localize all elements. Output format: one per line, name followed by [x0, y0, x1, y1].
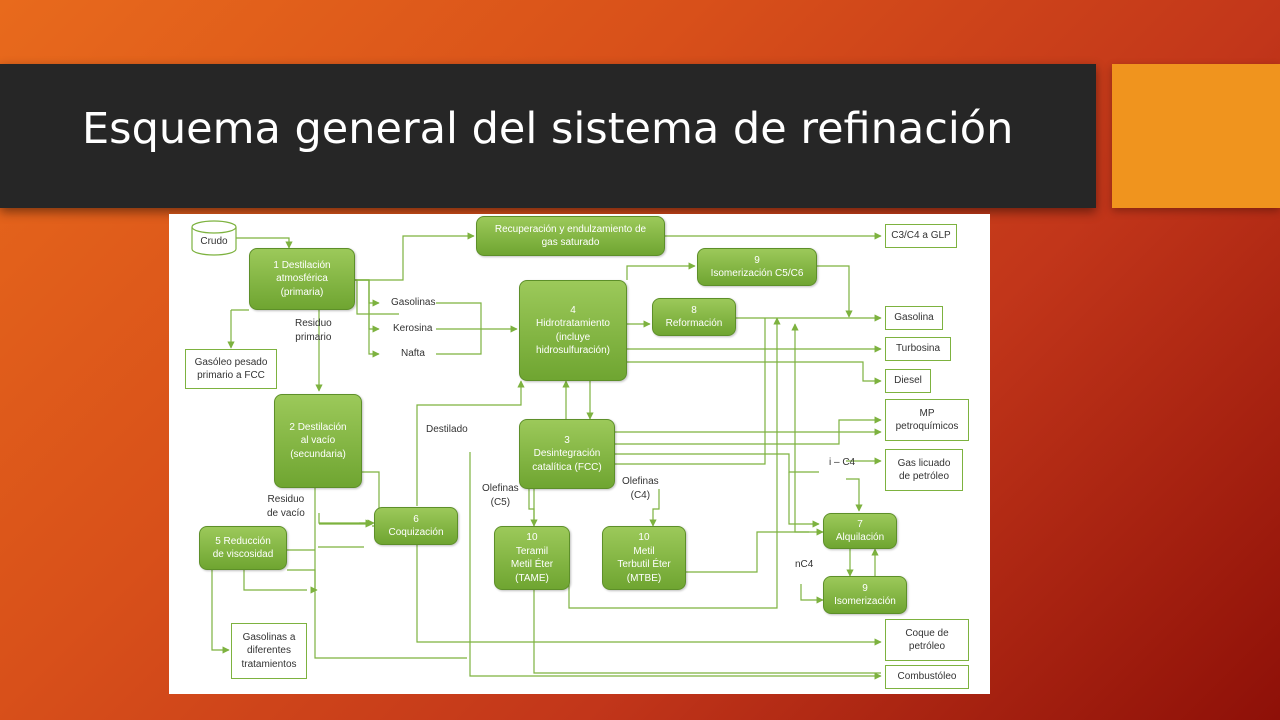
product-glp: C3/C4 a GLP	[885, 224, 957, 248]
crudo-tank: Crudo	[191, 220, 237, 256]
product-turbosina: Turbosina	[885, 337, 951, 361]
product-gasolina: Gasolina	[885, 306, 943, 330]
label-destilado: Destilado	[426, 424, 468, 435]
crudo-label: Crudo	[200, 236, 228, 248]
cylinder-icon	[191, 220, 237, 256]
slide-title: Esquema general del sistema de refinació…	[82, 104, 1014, 154]
product-diesel: Diesel	[885, 369, 931, 393]
flow-connectors	[211, 232, 882, 680]
label-gasolinas: Gasolinas	[391, 297, 436, 308]
label-kerosina: Kerosina	[393, 323, 433, 334]
label-olefinas-c5: Olefinas(C5)	[482, 483, 519, 508]
label-olefinas-c4: Olefinas(C4)	[622, 476, 659, 501]
label-nafta: Nafta	[401, 348, 425, 359]
title-bar	[0, 64, 1096, 208]
label-i-c4: i – C4	[829, 457, 856, 468]
product-combustoleo: Combustóleo	[885, 665, 969, 689]
accent-box	[1112, 64, 1280, 208]
label-nc4: nC4	[795, 559, 814, 570]
